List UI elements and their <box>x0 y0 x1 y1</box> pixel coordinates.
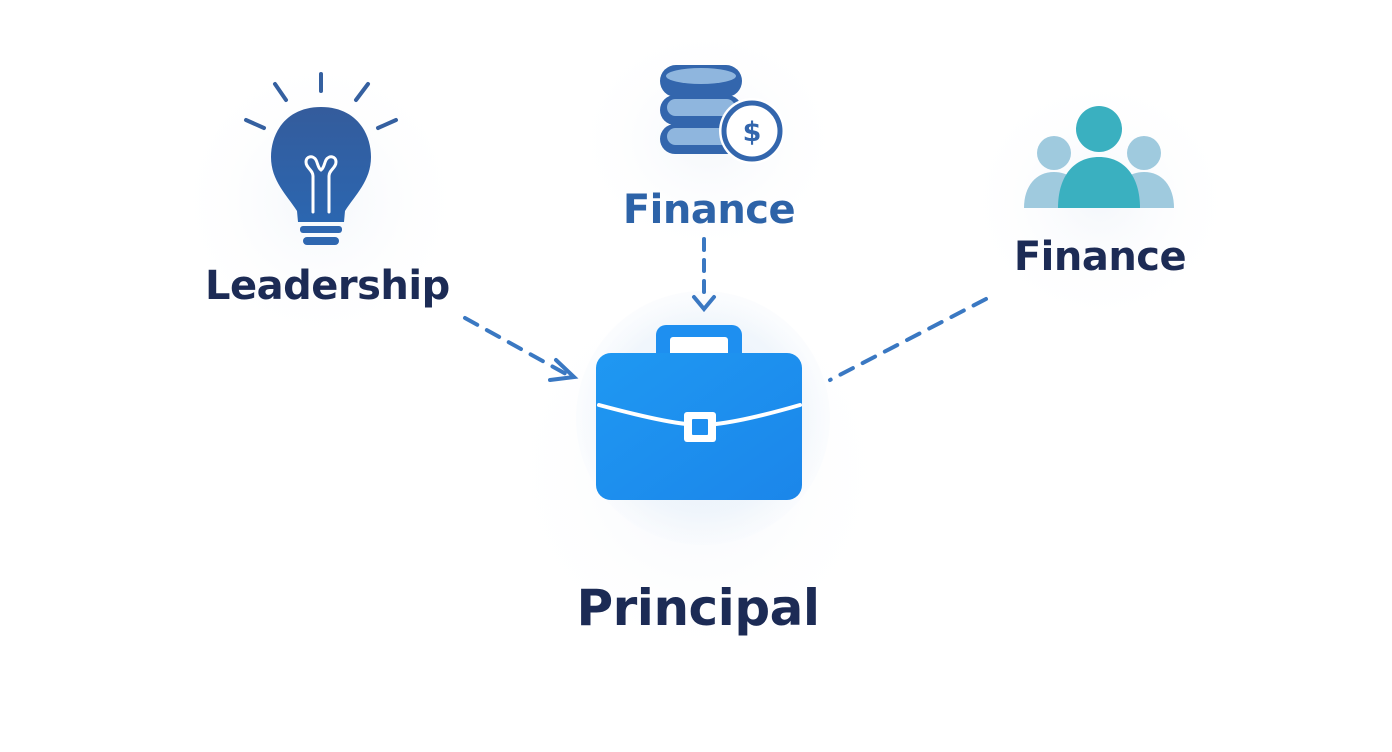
leadership-label: Leadership <box>205 263 450 309</box>
briefcase-icon <box>596 325 802 500</box>
principal-label: Principal <box>576 579 821 637</box>
people-group-icon <box>1024 106 1174 208</box>
edge-finance-right-principal <box>828 297 988 382</box>
edge-finance-top-principal <box>692 237 716 313</box>
coins-dollar-icon: $ <box>660 65 785 164</box>
finance-top-label: Finance <box>622 187 796 233</box>
finance-right-label: Finance <box>1013 234 1187 280</box>
lightbulb-icon <box>244 72 398 245</box>
edge-leadership-principal <box>463 316 579 382</box>
svg-text:$: $ <box>743 117 762 148</box>
